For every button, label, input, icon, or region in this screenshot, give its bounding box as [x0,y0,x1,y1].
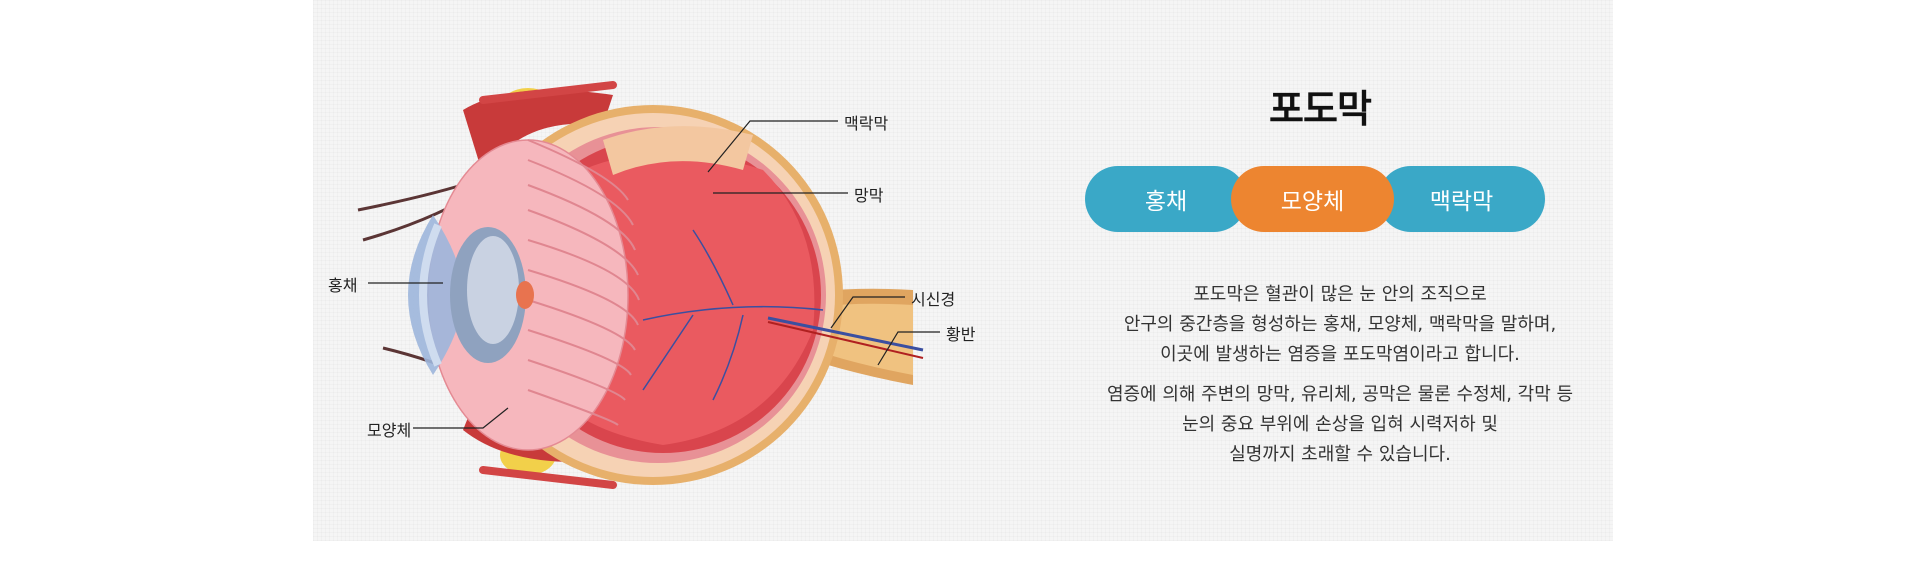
tab-iris[interactable]: 홍채 [1085,166,1247,232]
label-retina: 망막 [854,186,884,205]
label-ciliary-body: 모양체 [367,421,412,440]
eye-cross-section-icon [357,81,924,489]
description-line: 포도막은 혈관이 많은 눈 안의 조직으로 [1193,284,1487,305]
description-line: 실명까지 초래할 수 있습니다. [1229,444,1451,465]
description-line: 눈의 중요 부위에 손상을 입혀 시력저하 및 [1182,414,1498,435]
description-paragraph-1: 포도막은 혈관이 많은 눈 안의 조직으로 안구의 중간층을 형성하는 홍채, … [1040,280,1640,370]
page-title: 포도막 [1269,87,1372,131]
tab-ciliary-body[interactable]: 모양체 [1231,166,1394,232]
description-paragraph-2: 염증에 의해 주변의 망막, 유리체, 공막은 물론 수정체, 각막 등 눈의 … [1040,380,1640,470]
label-macula: 황반 [946,325,976,344]
description-line: 안구의 중간층을 형성하는 홍채, 모양체, 맥락막을 말하며, [1123,314,1557,335]
label-choroid: 맥락막 [844,114,889,133]
description-line: 이곳에 발생하는 염증을 포도막염이라고 합니다. [1160,344,1520,365]
description-line: 염증에 의해 주변의 망막, 유리체, 공막은 물론 수정체, 각막 등 [1106,384,1574,405]
tab-choroid[interactable]: 맥락막 [1378,166,1545,232]
label-optic-nerve: 시신경 [911,290,956,309]
eye-anatomy-illustration: 맥락막 망막 홍채 시신경 황반 모양체 [313,0,1073,541]
label-iris: 홍채 [328,276,358,295]
